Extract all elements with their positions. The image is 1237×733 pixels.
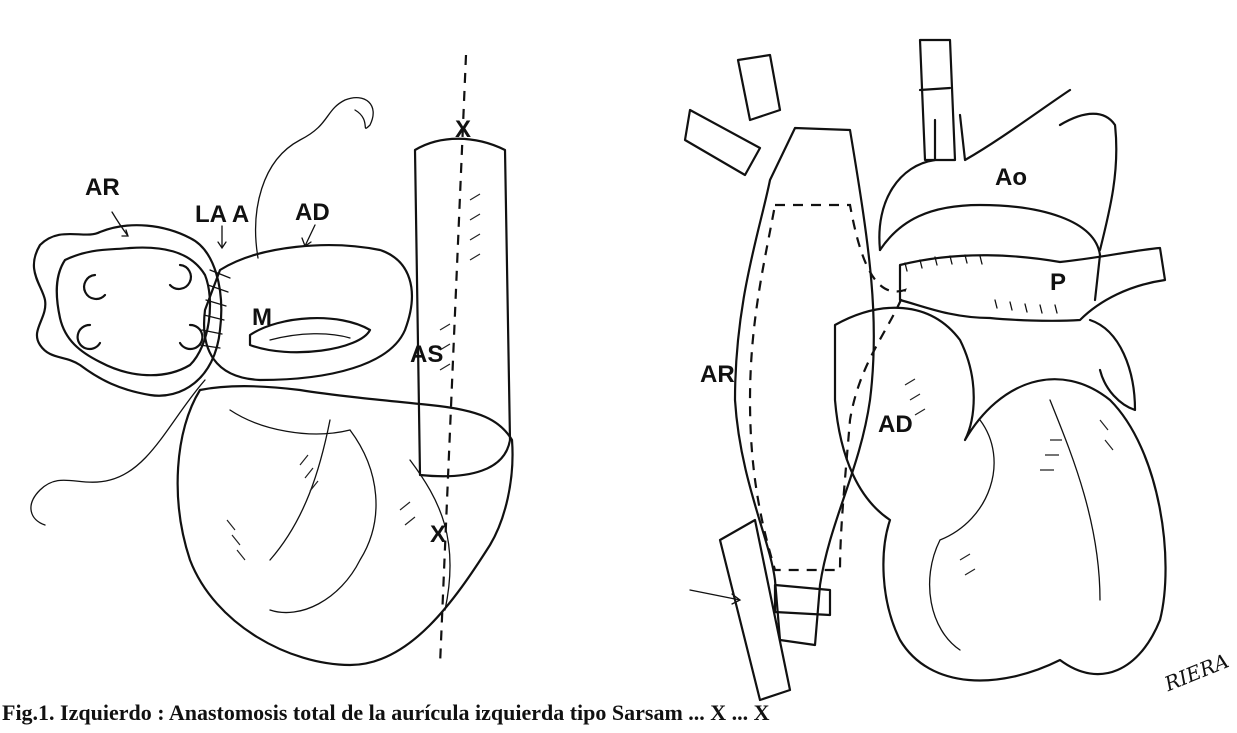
right-heart-drawing: Ao P AR AD xyxy=(685,40,1166,700)
pulmonary-artery xyxy=(900,248,1165,321)
section-line-vertical xyxy=(440,55,466,665)
label-x-bottom: X xyxy=(430,521,446,548)
svc-graft xyxy=(685,55,780,175)
aorta-body xyxy=(880,205,1100,300)
septum-contour xyxy=(270,420,450,610)
label-laa: LA A xyxy=(195,201,249,228)
pulmonary-suture-line xyxy=(905,255,1057,313)
label-ad-right: AD xyxy=(878,411,913,438)
ivc-graft xyxy=(720,520,830,700)
label-ao: Ao xyxy=(995,164,1027,191)
hatching-left xyxy=(227,194,480,560)
arrow-ad xyxy=(302,225,315,246)
right-atrium-flap-outer xyxy=(34,225,221,396)
label-ar-left: AR xyxy=(85,174,120,201)
right-atrium-dashed-outline xyxy=(750,205,905,570)
arrow-ar xyxy=(112,212,128,236)
ventricles-outline xyxy=(178,386,513,665)
vena-cava-tube xyxy=(415,139,510,476)
left-heart-drawing: AR LA A AD M AS X X xyxy=(31,55,513,665)
hatching-right xyxy=(905,379,1113,575)
label-m: M xyxy=(252,304,272,331)
suture-thread-top xyxy=(256,98,374,258)
orifice-4 xyxy=(180,325,202,349)
orifice-2 xyxy=(170,265,191,289)
pulmonary-branch-right xyxy=(1090,320,1135,410)
orifice-1 xyxy=(84,275,105,299)
arrow-laa xyxy=(218,226,226,248)
figure-caption: Fig.1. Izquierdo : Anastomosis total de … xyxy=(2,700,770,726)
coronary-contour xyxy=(930,400,1100,650)
right-atrium-tube xyxy=(735,128,874,645)
label-ad-left: AD xyxy=(295,199,330,226)
label-p: P xyxy=(1050,269,1066,296)
right-ventricles-outline xyxy=(835,308,1166,681)
brachiocephalic-graft xyxy=(920,40,955,160)
orifice-3 xyxy=(78,325,100,349)
mitral-valve-commissure xyxy=(270,334,350,340)
label-x-top: X xyxy=(455,116,471,143)
graft-band xyxy=(920,88,950,90)
left-atrium-opening xyxy=(204,245,412,380)
left-ventricle-contour xyxy=(230,410,376,613)
label-ar-right: AR xyxy=(700,361,735,388)
label-as: AS xyxy=(410,341,443,368)
